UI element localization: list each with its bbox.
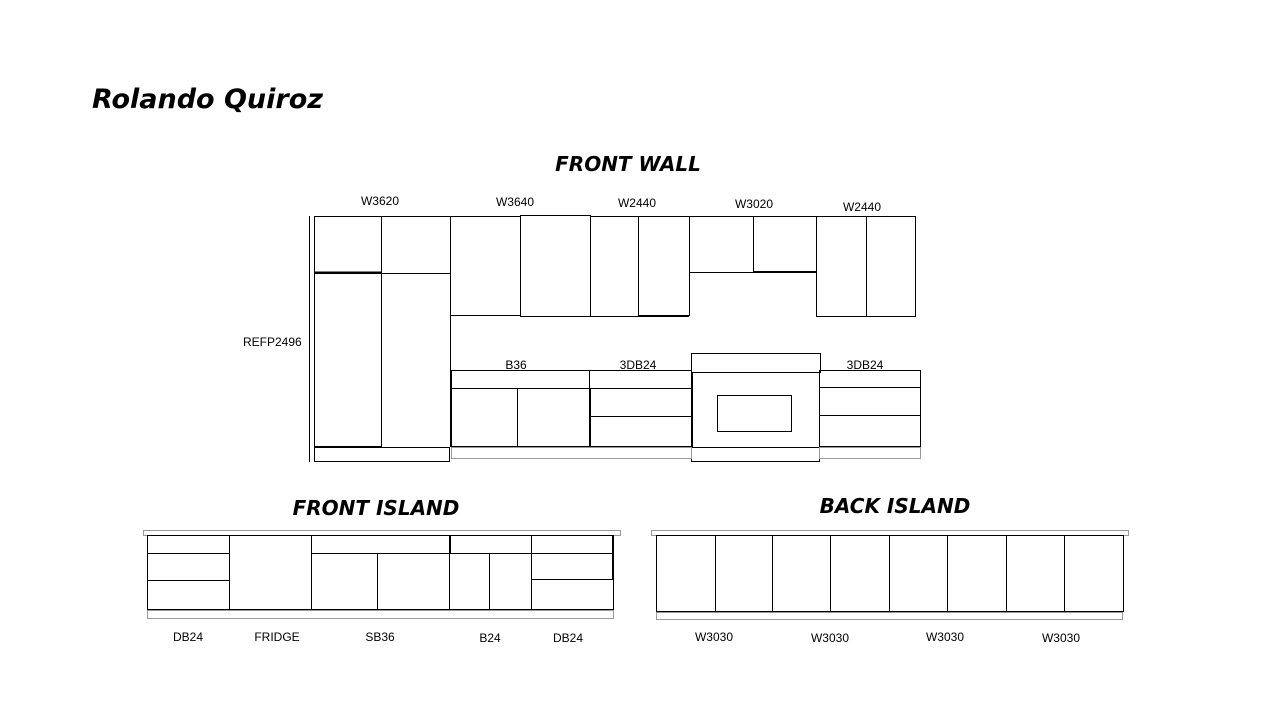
label-island-fridge: FRIDGE <box>254 630 299 644</box>
label-back-w3030-2: W3030 <box>811 631 849 645</box>
cabinet-w3640 <box>450 215 591 317</box>
toe-kick-left <box>451 447 692 459</box>
cabinet-3db24-a <box>589 370 692 447</box>
label-w3620: W3620 <box>361 194 399 208</box>
label-w3020: W3020 <box>735 197 773 211</box>
label-w2440-b: W2440 <box>843 200 881 214</box>
island-fridge <box>229 535 312 610</box>
label-back-w3030-4: W3030 <box>1042 631 1080 645</box>
label-b36: B36 <box>505 358 527 372</box>
label-w3640: W3640 <box>496 195 534 209</box>
front-wall-title: FRONT WALL <box>555 152 701 176</box>
island-sb36 <box>311 535 450 610</box>
label-back-w3030-1: W3030 <box>695 630 733 644</box>
island-db24-right <box>531 535 614 610</box>
toe-kick-right <box>819 447 921 459</box>
back-island-title: BACK ISLAND <box>819 494 971 518</box>
label-w2440-a: W2440 <box>618 196 656 210</box>
back-island-toe-kick <box>656 612 1123 620</box>
label-island-db24-right: DB24 <box>553 631 583 645</box>
cabinet-w3620 <box>314 216 451 274</box>
cabinet-w2440-b <box>816 216 916 317</box>
front-island-toe-kick <box>147 610 614 619</box>
label-3db24-a: 3DB24 <box>620 358 657 372</box>
island-db24-left <box>147 535 230 610</box>
label-island-sb36: SB36 <box>365 630 395 644</box>
cabinet-w3020 <box>689 216 817 273</box>
back-island-cabinets <box>656 535 1124 612</box>
label-island-b24: B24 <box>479 631 501 645</box>
label-island-db24-left: DB24 <box>173 630 203 644</box>
back-island-elevation: W3030 W3030 W3030 W3030 <box>651 530 1129 645</box>
front-island-title: FRONT ISLAND <box>292 496 460 520</box>
back-island-countertop <box>651 530 1129 536</box>
label-refp2496: REFP2496 <box>243 335 302 349</box>
label-back-w3030-3: W3030 <box>926 630 964 644</box>
cabinet-b36 <box>451 370 590 447</box>
front-island-countertop <box>143 530 621 536</box>
refrigerator-refp2496 <box>314 273 451 462</box>
range-oven <box>691 353 821 462</box>
front-island-elevation: DB24 FRIDGE SB36 B24 DB24 <box>143 530 621 645</box>
cabinet-3db24-b <box>819 370 921 447</box>
front-wall-elevation: W3620 W3640 W2440 W3020 W2440 REFP2496 B… <box>243 194 921 462</box>
island-b24 <box>449 535 532 610</box>
author-name: Rolando Quiroz <box>92 84 323 115</box>
label-3db24-b: 3DB24 <box>847 358 884 372</box>
cabinet-w2440-a <box>590 216 690 317</box>
